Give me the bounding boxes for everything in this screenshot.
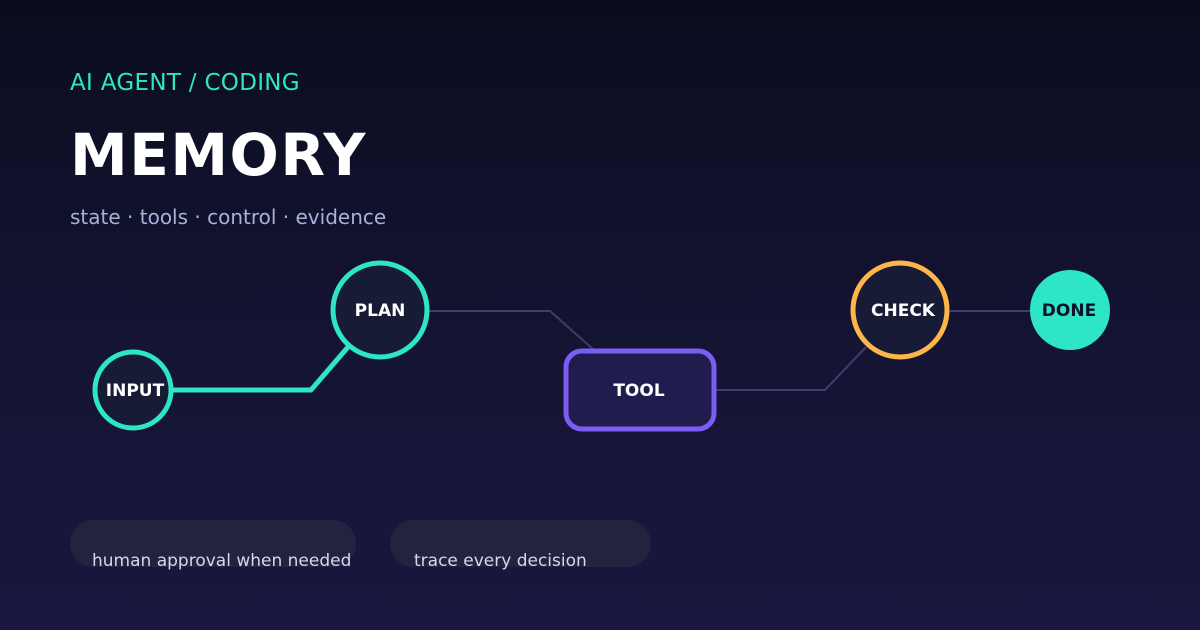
page-title: MEMORY	[70, 121, 367, 189]
node-done-shape	[1030, 270, 1110, 350]
node-done-label: DONE	[1042, 301, 1096, 321]
node-input-shape	[92, 349, 174, 431]
edge-input-plan	[168, 344, 351, 393]
node-check-label: CHECK	[871, 301, 936, 321]
node-done: DONE	[1030, 270, 1110, 350]
pill-human-approval	[70, 520, 356, 567]
node-tool-shape	[563, 348, 717, 432]
pill-human-approval-label: human approval when needed	[92, 551, 352, 571]
pill-trace-decisions	[390, 520, 651, 567]
node-plan-label: PLAN	[355, 301, 406, 321]
eyebrow-label: AI AGENT / CODING	[70, 70, 300, 96]
page-subtitle: state · tools · control · evidence	[70, 205, 387, 229]
node-input-label: INPUT	[106, 381, 165, 401]
node-plan-shape	[330, 260, 430, 360]
node-check: CHECK	[850, 260, 950, 360]
node-tool: TOOL	[563, 348, 717, 432]
node-tool-label: TOOL	[613, 381, 664, 401]
node-plan: PLAN	[330, 260, 430, 360]
node-check-shape	[850, 260, 950, 360]
node-input: INPUT	[92, 349, 174, 431]
pill-trace-decisions-label: trace every decision	[414, 551, 587, 571]
edge-plan-tool	[429, 310, 595, 351]
edge-tool-check	[714, 346, 867, 391]
